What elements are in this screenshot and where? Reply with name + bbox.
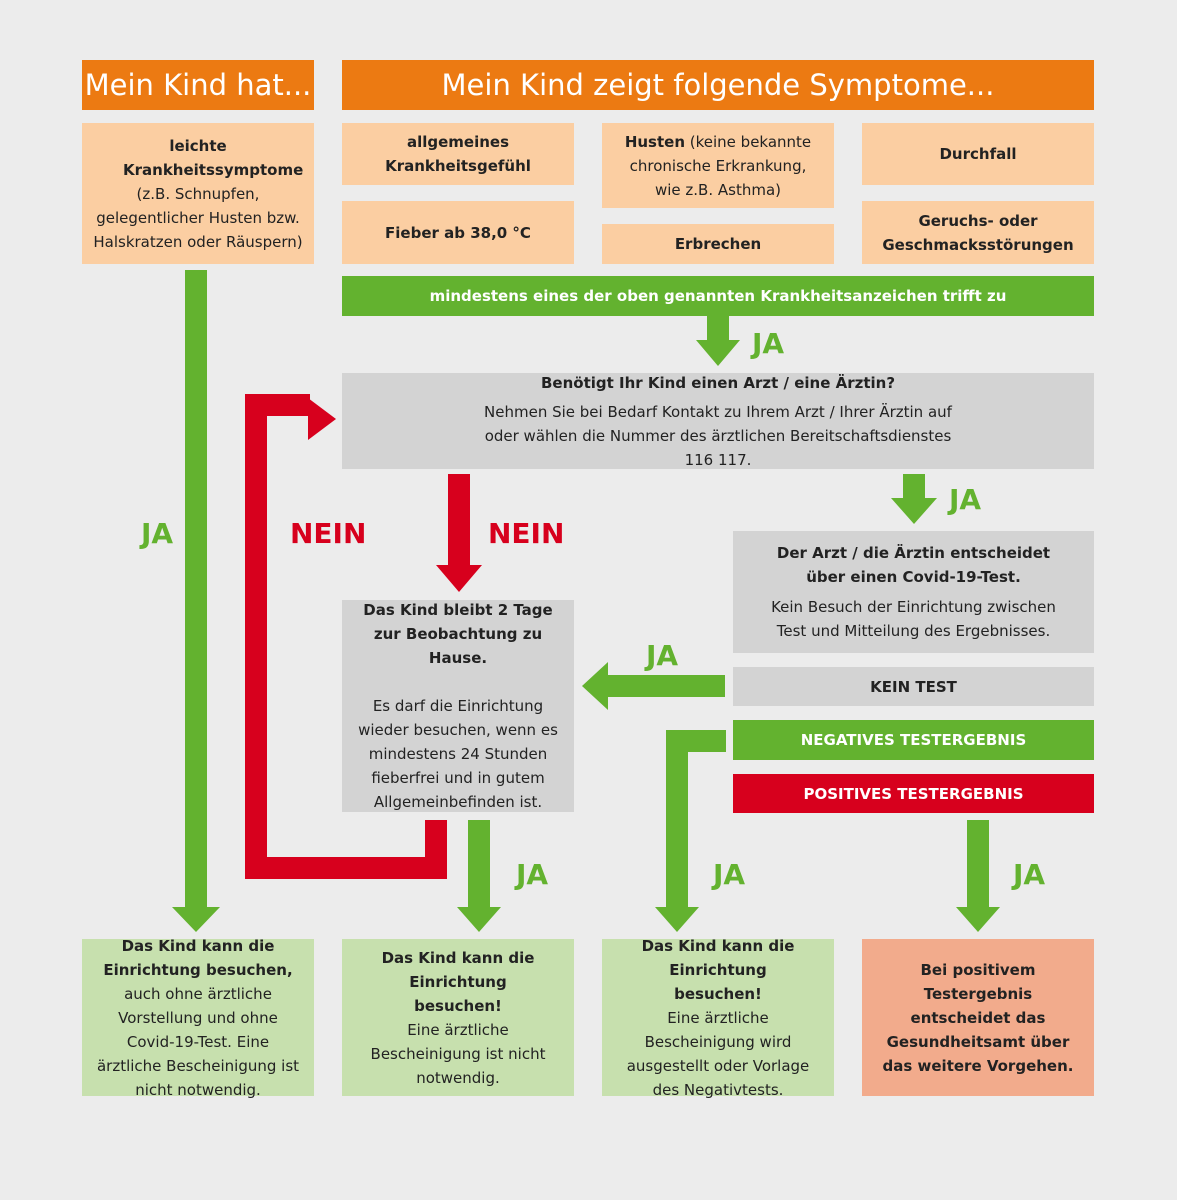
- positive-result-bar: POSITIVES TESTERGEBNIS: [733, 774, 1094, 813]
- arrow-positive-to-outcome4: [967, 820, 989, 910]
- arrowhead-outcome4: [956, 907, 1000, 932]
- symptom-diarrhea-label: Durchfall: [939, 145, 1017, 163]
- symptom-vomit: Erbrechen: [602, 224, 834, 264]
- symptom-smell: Geruchs- oder Geschmacksstörungen: [862, 201, 1094, 264]
- condition-bar-label: mindestens eines der oben genannten Kran…: [429, 287, 1007, 305]
- condition-bar: mindestens eines der oben genannten Kran…: [342, 276, 1094, 316]
- arrowhead-decides: [891, 498, 937, 524]
- header-right: Mein Kind zeigt folgende Symptome...: [342, 60, 1094, 110]
- stay-home-box: Das Kind bleibt 2 Tage zur Beobachtung z…: [342, 600, 574, 812]
- symptom-vomit-label: Erbrechen: [674, 235, 762, 253]
- symptom-cough-text: Husten (keine bekannte chronische Erkran…: [620, 130, 816, 202]
- outcome-1-text: Das Kind kann die Einrichtung besuchen, …: [94, 934, 302, 1102]
- arrowhead-loop: [308, 398, 336, 440]
- symptom-cough-title: Husten: [624, 132, 685, 151]
- symptom-fever-label: Fieber ab 38,0 °C: [385, 223, 531, 242]
- label-yes-mild: JA: [141, 517, 174, 550]
- outcome-3: Das Kind kann die Einrichtung besuchen! …: [602, 937, 834, 1099]
- doctor-question-title: Benötigt Ihr Kind einen Arzt / eine Ärzt…: [540, 373, 896, 392]
- symptom-general: allgemeines Krankheitsgefühl: [342, 123, 574, 185]
- doctor-question-box: Benötigt Ihr Kind einen Arzt / eine Ärzt…: [342, 373, 1094, 469]
- stay-home-title: Das Kind bleibt 2 Tage zur Beobachtung z…: [363, 601, 553, 667]
- label-yes-doctor: JA: [949, 483, 982, 516]
- outcome-4-text: Bei positivem Testergebnis entscheidet d…: [882, 960, 1074, 1075]
- arrow-loop-back: [245, 394, 447, 879]
- arrow-stayhome-to-outcome2: [468, 820, 490, 910]
- arrow-mild-to-outcome1: [185, 270, 207, 910]
- symptom-cough: Husten (keine bekannte chronische Erkran…: [602, 123, 834, 208]
- arrow-negative-to-outcome3: [666, 730, 726, 910]
- arrow-notest-to-stayhome: [605, 675, 725, 697]
- outcome-1-title: Das Kind kann die Einrichtung besuchen,: [103, 936, 293, 979]
- label-yes-negative: JA: [713, 858, 746, 891]
- symptom-diarrhea: Durchfall: [862, 123, 1094, 185]
- outcome-3-detail: Eine ärztliche Bescheinigung wird ausges…: [626, 1008, 810, 1099]
- arrowhead-stayhome: [436, 565, 482, 592]
- outcome-3-title: Das Kind kann die Einrichtung besuchen!: [641, 936, 795, 1003]
- label-no-stayhome: NEIN: [488, 517, 565, 550]
- header-left: Mein Kind hat...: [82, 60, 314, 110]
- outcome-4: Bei positivem Testergebnis entscheidet d…: [862, 939, 1094, 1096]
- outcome-2-detail: Eine ärztliche Bescheinigung ist nicht n…: [370, 1020, 546, 1087]
- mild-symptoms-detail: (z.B. Schnupfen, gelegentlicher Husten b…: [93, 184, 303, 251]
- arrowhead-outcome2: [457, 907, 501, 932]
- stay-home-detail: Es darf die Einrichtung wieder besuchen,…: [358, 697, 558, 811]
- arrowhead-doctor: [696, 340, 740, 366]
- doctor-decides-detail: Kein Besuch der Einrichtung zwischen Tes…: [771, 598, 1056, 640]
- arrowhead-notest: [582, 662, 608, 710]
- outcome-2-title: Das Kind kann die Einrichtung besuchen!: [381, 948, 535, 1015]
- outcome-1: Das Kind kann die Einrichtung besuchen, …: [82, 937, 314, 1099]
- arrowhead-outcome1: [172, 907, 220, 932]
- arrow-no-to-stayhome: [448, 474, 470, 566]
- outcome-1-detail: auch ohne ärztliche Vorstellung und ohne…: [96, 984, 300, 1099]
- outcome-2: Das Kind kann die Einrichtung besuchen! …: [342, 939, 574, 1096]
- doctor-decides-title: Der Arzt / die Ärztin entscheidet über e…: [776, 544, 1051, 586]
- label-no-loop: NEIN: [290, 517, 367, 550]
- arrow-yes-to-decides: [903, 474, 925, 499]
- negative-result-label: NEGATIVES TESTERGEBNIS: [800, 731, 1027, 749]
- label-yes-notest: JA: [646, 639, 679, 672]
- negative-result-bar: NEGATIVES TESTERGEBNIS: [733, 720, 1094, 760]
- no-test-label: KEIN TEST: [870, 677, 957, 696]
- no-test-bar: KEIN TEST: [733, 667, 1094, 706]
- symptom-cough-detail: (keine bekannte chronische Erkrankung, w…: [629, 132, 812, 199]
- doctor-question-detail: Nehmen Sie bei Bedarf Kontakt zu Ihrem A…: [484, 402, 952, 469]
- symptom-general-label: allgemeines Krankheitsgefühl: [385, 133, 531, 175]
- doctor-decides-box: Der Arzt / die Ärztin entscheidet über e…: [733, 531, 1094, 653]
- mild-symptoms-title: leichte Krankheitssymptome: [123, 136, 304, 179]
- mild-symptoms-box: leichte Krankheitssymptome (z.B. Schnupf…: [82, 123, 314, 264]
- arrow-condition-to-doctor: [707, 316, 729, 341]
- symptom-fever: Fieber ab 38,0 °C: [342, 201, 574, 264]
- label-yes-condition: JA: [752, 327, 785, 360]
- symptom-smell-label: Geruchs- oder Geschmacksstörungen: [882, 211, 1074, 254]
- arrowhead-outcome3: [655, 907, 699, 932]
- positive-result-label: POSITIVES TESTERGEBNIS: [803, 784, 1024, 803]
- label-yes-positive: JA: [1013, 858, 1046, 891]
- label-yes-stayhome: JA: [516, 858, 549, 891]
